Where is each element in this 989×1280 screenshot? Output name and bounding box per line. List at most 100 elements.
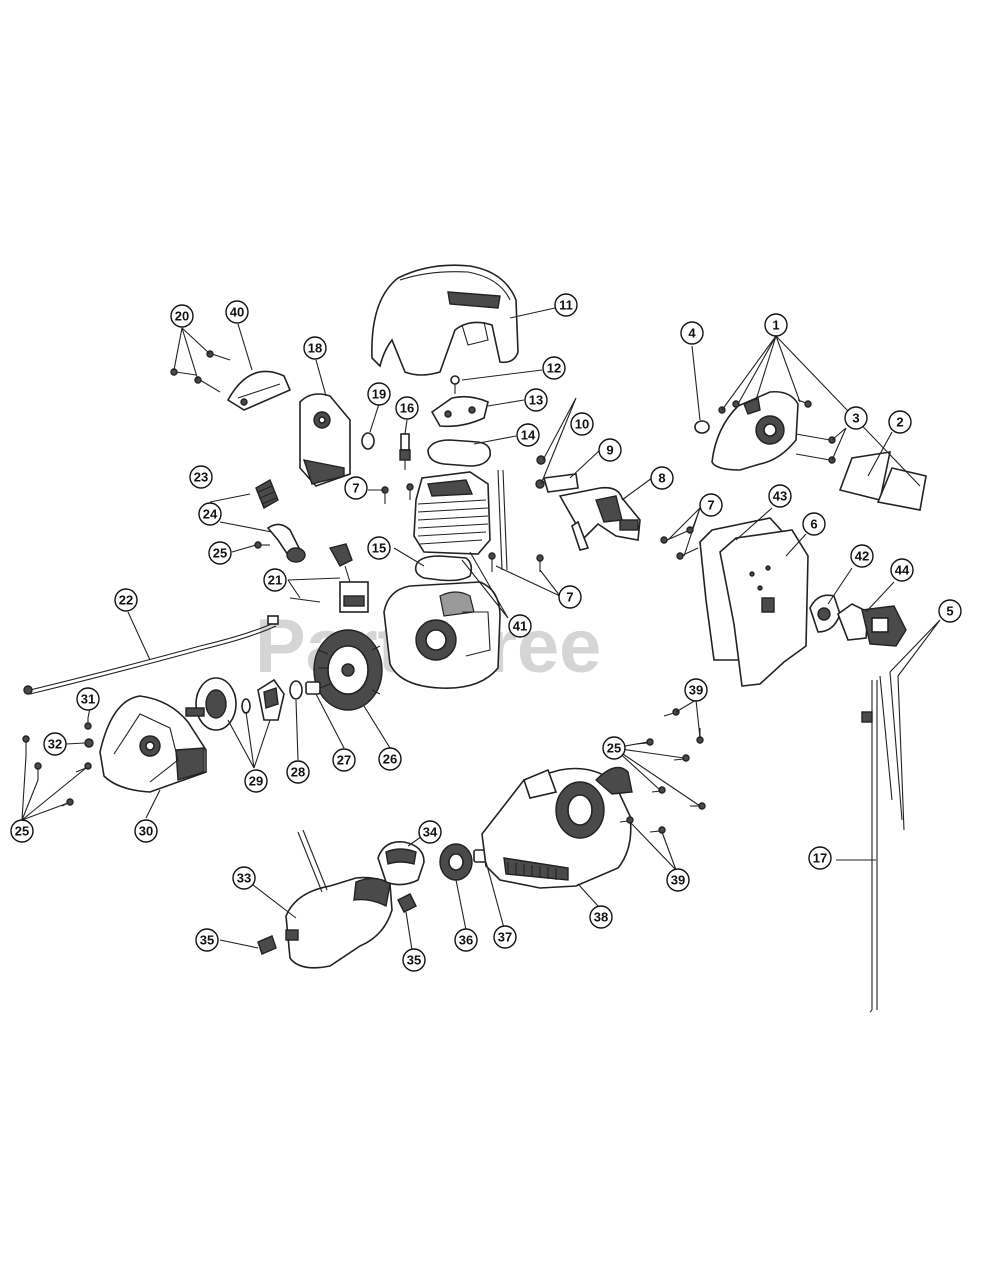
svg-text:24: 24 bbox=[203, 507, 218, 522]
svg-text:11: 11 bbox=[559, 298, 573, 313]
part-5-cables bbox=[879, 671, 905, 831]
svg-text:32: 32 bbox=[48, 737, 62, 752]
part-40-cover bbox=[226, 370, 292, 411]
part-32-nut bbox=[84, 738, 94, 748]
control-rod bbox=[497, 469, 503, 571]
part-25-screws-left bbox=[22, 735, 92, 807]
svg-text:13: 13 bbox=[529, 393, 543, 408]
part-20-screws bbox=[170, 350, 231, 393]
svg-text:7: 7 bbox=[707, 498, 714, 513]
svg-text:15: 15 bbox=[372, 541, 386, 556]
callout-2: 2 bbox=[888, 410, 912, 434]
svg-text:35: 35 bbox=[407, 953, 421, 968]
callout-13: 13 bbox=[524, 388, 548, 412]
callout-30: 30 bbox=[134, 819, 158, 843]
svg-text:26: 26 bbox=[383, 752, 397, 767]
callout-27: 27 bbox=[332, 748, 356, 772]
callout-25-right: 25 bbox=[602, 736, 626, 760]
svg-text:6: 6 bbox=[810, 517, 817, 532]
callout-42: 42 bbox=[850, 544, 874, 568]
callout-21: 21 bbox=[263, 568, 287, 592]
callout-44: 44 bbox=[890, 558, 914, 582]
svg-text:36: 36 bbox=[459, 933, 473, 948]
svg-text:29: 29 bbox=[249, 774, 263, 789]
callout-6: 6 bbox=[802, 512, 826, 536]
callout-3: 3 bbox=[844, 406, 868, 430]
callout-28: 28 bbox=[286, 760, 310, 784]
callout-29: 29 bbox=[244, 769, 268, 793]
callout-35-right: 35 bbox=[402, 948, 426, 972]
callout-7-center: 7 bbox=[344, 476, 368, 500]
part-31-screw bbox=[84, 718, 92, 730]
svg-text:25: 25 bbox=[15, 824, 29, 839]
part-14-gasket bbox=[427, 439, 492, 467]
part-29-clutch bbox=[185, 677, 285, 731]
part-8-throttle-housing bbox=[558, 486, 641, 551]
svg-text:28: 28 bbox=[291, 765, 305, 780]
callout-1: 1 bbox=[764, 313, 788, 337]
part-25-screws-right bbox=[635, 738, 706, 810]
part-7-screws-right bbox=[660, 526, 699, 560]
svg-text:7: 7 bbox=[352, 481, 359, 496]
part-34-cap bbox=[377, 841, 425, 886]
callout-14: 14 bbox=[516, 423, 540, 447]
callout-8: 8 bbox=[650, 466, 674, 490]
svg-text:23: 23 bbox=[194, 470, 208, 485]
callout-7-lower: 7 bbox=[558, 585, 582, 609]
callout-11: 11 bbox=[554, 293, 578, 317]
callout-25-left: 25 bbox=[10, 819, 34, 843]
svg-text:39: 39 bbox=[689, 683, 703, 698]
svg-text:2: 2 bbox=[896, 415, 903, 430]
callout-25-upper: 25 bbox=[208, 541, 232, 565]
svg-text:35: 35 bbox=[200, 933, 214, 948]
part-25-screw-upper bbox=[254, 541, 270, 549]
part-42-gasket bbox=[809, 594, 841, 633]
callout-15: 15 bbox=[367, 536, 391, 560]
part-10-nuts bbox=[535, 455, 546, 489]
callout-9: 9 bbox=[598, 438, 622, 462]
part-26-flywheel bbox=[313, 629, 383, 711]
callout-16: 16 bbox=[395, 396, 419, 420]
part-21-ignition-coil bbox=[289, 543, 369, 613]
svg-text:34: 34 bbox=[423, 825, 438, 840]
part-18-shroud bbox=[299, 393, 351, 487]
svg-text:40: 40 bbox=[230, 305, 244, 320]
callout-36: 36 bbox=[454, 928, 478, 952]
part-23-connector bbox=[255, 478, 279, 510]
svg-text:1: 1 bbox=[772, 318, 779, 333]
svg-text:37: 37 bbox=[498, 930, 512, 945]
callout-18: 18 bbox=[303, 336, 327, 360]
callout-10: 10 bbox=[570, 412, 594, 436]
callout-12: 12 bbox=[542, 356, 566, 380]
svg-text:25: 25 bbox=[607, 741, 621, 756]
callout-31: 31 bbox=[76, 687, 100, 711]
callout-4: 4 bbox=[680, 321, 704, 345]
callout-17: 17 bbox=[808, 846, 832, 870]
part-7-screws-center bbox=[381, 483, 544, 572]
svg-text:5: 5 bbox=[946, 604, 953, 619]
part-41-cylinder-crankcase bbox=[383, 471, 501, 689]
part-2-filters bbox=[838, 451, 927, 511]
part-12-screw bbox=[450, 375, 460, 394]
callout-24: 24 bbox=[198, 502, 222, 526]
part-22-wire bbox=[23, 615, 279, 695]
part-35-pad-right bbox=[397, 893, 417, 913]
svg-text:42: 42 bbox=[855, 549, 869, 564]
callout-35-left: 35 bbox=[195, 928, 219, 952]
part-35-pad-left bbox=[257, 935, 277, 955]
part-24-hose bbox=[266, 523, 306, 563]
svg-text:12: 12 bbox=[547, 361, 561, 376]
svg-text:4: 4 bbox=[688, 326, 696, 341]
svg-text:20: 20 bbox=[175, 309, 189, 324]
part-16-spark-plug bbox=[399, 433, 411, 470]
callout-39-upper: 39 bbox=[684, 678, 708, 702]
svg-text:17: 17 bbox=[813, 851, 827, 866]
svg-text:39: 39 bbox=[671, 873, 685, 888]
svg-text:38: 38 bbox=[594, 910, 608, 925]
part-1-air-filter-housing bbox=[711, 390, 812, 471]
svg-text:16: 16 bbox=[400, 401, 414, 416]
callout-26: 26 bbox=[378, 747, 402, 771]
svg-text:33: 33 bbox=[237, 871, 251, 886]
part-33-fuel-tank bbox=[285, 829, 393, 969]
part-19-o-ring bbox=[361, 432, 375, 450]
